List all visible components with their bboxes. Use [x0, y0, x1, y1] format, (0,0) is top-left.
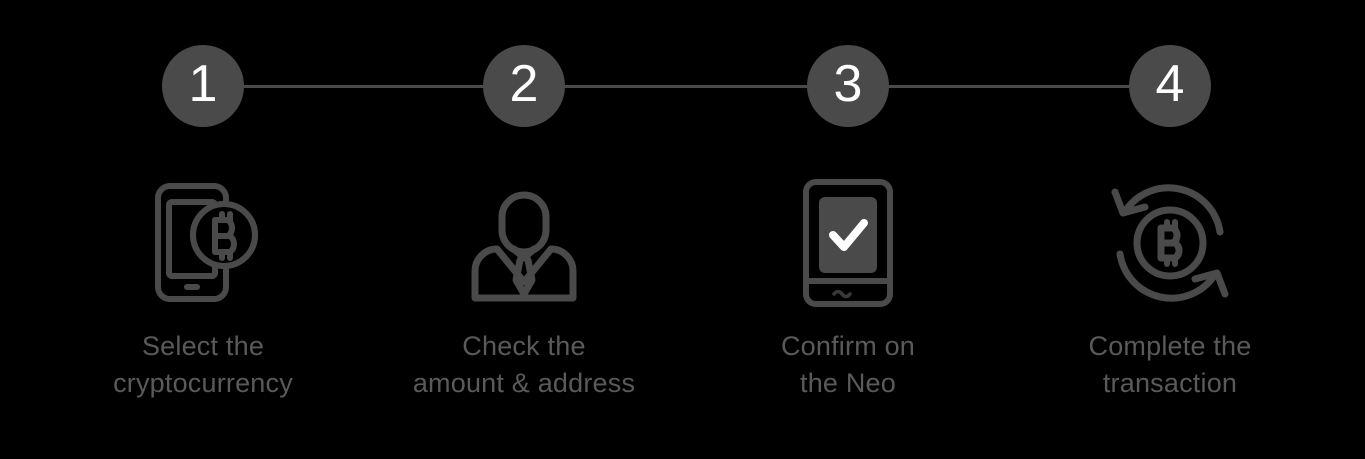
connector-line-1-2 — [238, 85, 488, 88]
step-caption-1: Select the cryptocurrency — [113, 331, 293, 398]
step-caption-4: Complete the transaction — [1088, 331, 1252, 398]
step-column-3: Confirm on the Neo — [703, 175, 993, 402]
step-badge-3[interactable]: 3 — [807, 45, 889, 127]
step-column-4: Complete the transaction — [1025, 175, 1315, 402]
progress-rail: 1 2 3 4 — [0, 45, 1365, 129]
step-caption-2: Check the amount & address — [412, 331, 636, 398]
step-column-1: Select the cryptocurrency — [58, 175, 348, 402]
step-badge-2[interactable]: 2 — [483, 45, 565, 127]
step-number-2: 2 — [509, 55, 539, 113]
person-suit-icon — [459, 175, 589, 310]
bitcoin-refresh-icon — [1105, 175, 1235, 310]
step-caption-3: Confirm on the Neo — [780, 331, 916, 398]
connector-line-2-3 — [560, 85, 812, 88]
connector-line-3-4 — [884, 85, 1136, 88]
step-number-1: 1 — [188, 55, 218, 113]
smartphone-bitcoin-icon — [138, 175, 268, 310]
step-badge-1[interactable]: 1 — [162, 45, 244, 127]
step-badge-4[interactable]: 4 — [1129, 45, 1211, 127]
neo-device-check-icon — [783, 175, 913, 310]
step-column-2: Check the amount & address — [379, 175, 669, 402]
step-number-4: 4 — [1155, 55, 1185, 113]
step-number-3: 3 — [833, 55, 863, 113]
